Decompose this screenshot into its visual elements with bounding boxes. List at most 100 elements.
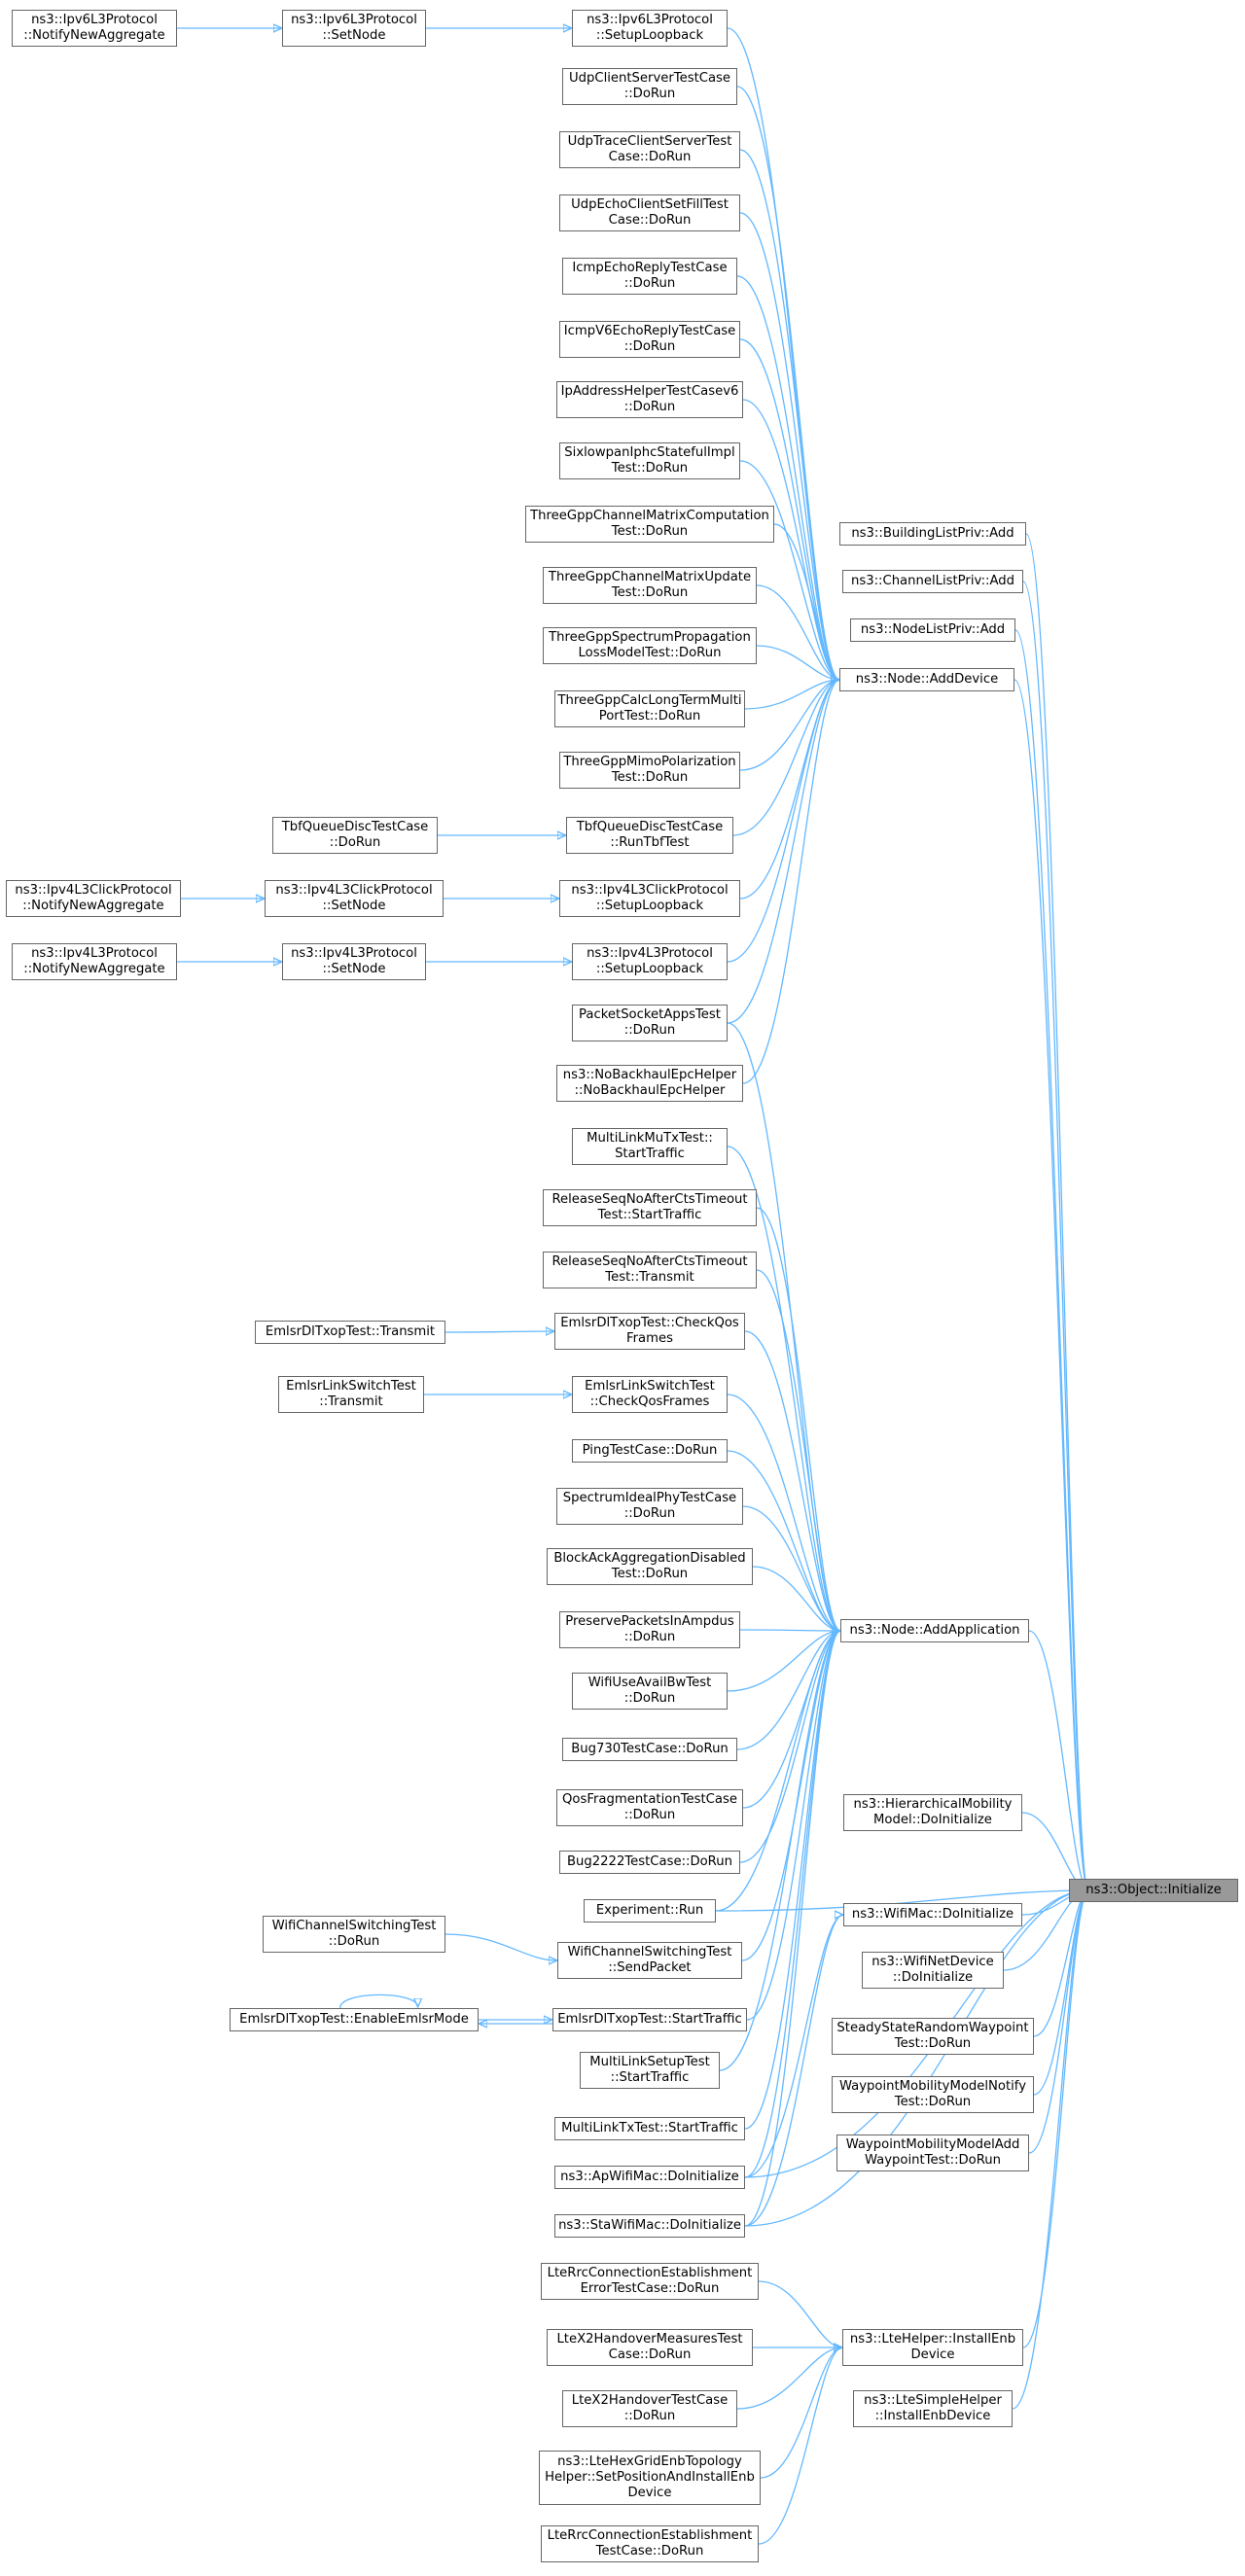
node-label: ns3::ApWifiMac::DoInitialize — [560, 2170, 739, 2184]
node-label: SpectrumIdealPhyTestCase ::DoRun — [562, 1491, 737, 1521]
node-wcs-dorun[interactable]: WifiChannelSwitchingTest ::DoRun — [263, 1916, 445, 1953]
node-hiermob[interactable]: ns3::HierarchicalMobility Model::DoIniti… — [843, 1794, 1022, 1831]
node-label: ns3::Ipv4L3ClickProtocol ::SetNode — [275, 883, 433, 913]
node-label: MultiLinkMuTxTest:: StartTraffic — [587, 1131, 713, 1161]
node-label: WaypointMobilityModelNotify Test::DoRun — [838, 2079, 1027, 2109]
node-emlsrls-checkqos[interactable]: EmlsrLinkSwitchTest ::CheckQosFrames — [572, 1376, 728, 1413]
node-ping[interactable]: PingTestCase::DoRun — [572, 1439, 728, 1463]
node-ltercc[interactable]: LteRrcConnectionEstablishment TestCase::… — [541, 2525, 759, 2562]
node-emlsrdl-checkqos[interactable]: EmlsrDlTxopTest::CheckQos Frames — [554, 1313, 745, 1350]
node-ltercc-err[interactable]: LteRrcConnectionEstablishment ErrorTestC… — [541, 2263, 759, 2300]
node-nobackhaul[interactable]: ns3::NoBackhaulEpcHelper ::NoBackhaulEpc… — [556, 1065, 743, 1102]
edge-mlsetup-to-addapp — [719, 1631, 840, 2071]
node-ipv6l3-nna[interactable]: ns3::Ipv6L3Protocol ::NotifyNewAggregate — [12, 10, 177, 47]
node-wcs-send[interactable]: WifiChannelSwitchingTest ::SendPacket — [557, 1942, 742, 1979]
node-ipaddr[interactable]: IpAddressHelperTestCasev6 ::DoRun — [556, 381, 743, 418]
node-ipv4l3-setnode[interactable]: ns3::Ipv4L3Protocol ::SetNode — [282, 943, 426, 980]
node-label: ns3::NodeListPriv::Add — [860, 622, 1006, 637]
edge-spectrumideal-to-addapp — [742, 1505, 840, 1631]
node-tgcalc[interactable]: ThreeGppCalcLongTermMulti PortTest::DoRu… — [554, 690, 745, 727]
edge-ipaddr-to-adddevice — [742, 399, 839, 680]
edge-waypointnotify-to-init — [1033, 1890, 1088, 2096]
node-apwifi[interactable]: ns3::ApWifiMac::DoInitialize — [554, 2166, 745, 2189]
node-wifimac[interactable]: ns3::WifiMac::DoInitialize — [843, 1903, 1022, 1926]
node-label: WifiChannelSwitchingTest ::DoRun — [271, 1919, 437, 1949]
node-udpcs[interactable]: UdpClientServerTestCase ::DoRun — [562, 68, 737, 105]
node-lteinstall[interactable]: ns3::LteHelper::InstallEnb Device — [842, 2329, 1023, 2366]
node-tbf-dorun[interactable]: TbfQueueDiscTestCase ::DoRun — [272, 817, 438, 854]
node-tgcmc[interactable]: ThreeGppChannelMatrixComputation Test::D… — [525, 506, 774, 543]
node-packetsocket[interactable]: PacketSocketAppsTest ::DoRun — [572, 1005, 728, 1041]
node-channellist[interactable]: ns3::ChannelListPriv::Add — [842, 570, 1023, 593]
node-blockack[interactable]: BlockAckAggregationDisabled Test::DoRun — [547, 1548, 753, 1585]
node-waypointadd[interactable]: WaypointMobilityModelAdd WaypointTest::D… — [836, 2135, 1029, 2171]
node-enableemlsr[interactable]: EmlsrDlTxopTest::EnableEmlsrMode — [230, 2008, 479, 2031]
node-releaseseq-st[interactable]: ReleaseSeqNoAfterCtsTimeout Test::StartT… — [543, 1189, 757, 1226]
node-mlsetup[interactable]: MultiLinkSetupTest ::StartTraffic — [580, 2052, 720, 2089]
node-ltex2m[interactable]: LteX2HandoverMeasuresTest Case::DoRun — [547, 2329, 753, 2366]
edge-stawifi-to-init — [744, 1890, 1088, 2227]
node-tbf-run[interactable]: TbfQueueDiscTestCase ::RunTbfTest — [566, 817, 733, 854]
node-udpecho[interactable]: UdpEchoClientSetFillTest Case::DoRun — [559, 194, 740, 231]
node-bug2222[interactable]: Bug2222TestCase::DoRun — [559, 1851, 740, 1874]
node-tgcmu[interactable]: ThreeGppChannelMatrixUpdate Test::DoRun — [543, 567, 757, 604]
node-adddevice[interactable]: ns3::Node::AddDevice — [839, 668, 1014, 691]
node-label: WaypointMobilityModelAdd WaypointTest::D… — [845, 2137, 1020, 2168]
edge-stawifi-to-addapp — [744, 1631, 840, 2227]
node-label: ns3::LteHelper::InstallEnb Device — [849, 2332, 1016, 2362]
node-tgsp[interactable]: ThreeGppSpectrumPropagation LossModelTes… — [543, 627, 757, 664]
edge-addapp-to-init — [1028, 1630, 1088, 1890]
node-stawifi[interactable]: ns3::StaWifiMac::DoInitialize — [554, 2214, 745, 2238]
node-addapp[interactable]: ns3::Node::AddApplication — [840, 1619, 1029, 1642]
node-label: TbfQueueDiscTestCase ::RunTbfTest — [576, 820, 724, 850]
node-label: MultiLinkTxTest::StartTraffic — [561, 2121, 738, 2135]
node-bug730[interactable]: Bug730TestCase::DoRun — [562, 1738, 737, 1761]
node-label: LteRrcConnectionEstablishment ErrorTestC… — [547, 2266, 753, 2296]
node-mltx[interactable]: MultiLinkTxTest::StartTraffic — [554, 2117, 745, 2140]
node-label: ns3::StaWifiMac::DoInitialize — [558, 2218, 741, 2233]
node-ipv4l3-nna[interactable]: ns3::Ipv4L3Protocol ::NotifyNewAggregate — [12, 943, 177, 980]
node-label: UdpClientServerTestCase ::DoRun — [568, 71, 731, 101]
node-ipv6l3-loop[interactable]: ns3::Ipv6L3Protocol ::SetupLoopback — [572, 10, 728, 47]
node-emlsrls-transmit[interactable]: EmlsrLinkSwitchTest ::Transmit — [278, 1376, 424, 1413]
node-label: ThreeGppSpectrumPropagation LossModelTes… — [549, 630, 751, 660]
edge-nodelist-to-init — [1014, 629, 1088, 1890]
node-tgmimo[interactable]: ThreeGppMimoPolarization Test::DoRun — [559, 752, 740, 789]
node-icmpv6echo[interactable]: IcmpV6EchoReplyTestCase ::DoRun — [559, 321, 740, 358]
node-ipv4click-loop[interactable]: ns3::Ipv4L3ClickProtocol ::SetupLoopback — [559, 880, 740, 917]
node-wifinet[interactable]: ns3::WifiNetDevice ::DoInitialize — [862, 1952, 1004, 1989]
node-ipv4l3-loop[interactable]: ns3::Ipv4L3Protocol ::SetupLoopback — [572, 943, 728, 980]
node-ltex2[interactable]: LteX2HandoverTestCase ::DoRun — [562, 2390, 737, 2427]
node-label: WifiUseAvailBwTest ::DoRun — [587, 1676, 712, 1706]
node-label: UdpTraceClientServerTest Case::DoRun — [567, 134, 732, 164]
node-ipv4click-nna[interactable]: ns3::Ipv4L3ClickProtocol ::NotifyNewAggr… — [6, 880, 181, 917]
node-emlsrdl-transmit[interactable]: EmlsrDlTxopTest::Transmit — [255, 1321, 445, 1344]
node-ltesimple[interactable]: ns3::LteSimpleHelper ::InstallEnbDevice — [853, 2390, 1013, 2427]
node-udptrace[interactable]: UdpTraceClientServerTest Case::DoRun — [559, 131, 740, 168]
edge-ltehex-to-lteinstall — [760, 2347, 842, 2479]
node-sixlowpan[interactable]: SixlowpanIphcStatefulImpl Test::DoRun — [559, 442, 740, 479]
node-spectrumideal[interactable]: SpectrumIdealPhyTestCase ::DoRun — [556, 1488, 743, 1525]
node-label: ThreeGppMimoPolarization Test::DoRun — [563, 755, 736, 785]
node-qosfrag[interactable]: QosFragmentationTestCase ::DoRun — [556, 1789, 743, 1826]
node-icmpecho[interactable]: IcmpEchoReplyTestCase ::DoRun — [562, 258, 737, 295]
node-buildinglist[interactable]: ns3::BuildingListPriv::Add — [839, 522, 1026, 546]
edge-tgcmc-to-adddevice — [773, 523, 839, 680]
edge-experiment-to-init — [715, 1890, 1088, 1912]
node-label: ThreeGppChannelMatrixComputation Test::D… — [530, 509, 769, 539]
node-nodelist[interactable]: ns3::NodeListPriv::Add — [850, 618, 1015, 642]
node-steadystate[interactable]: SteadyStateRandomWaypoint Test::DoRun — [832, 2018, 1034, 2055]
node-ipv4click-setnode[interactable]: ns3::Ipv4L3ClickProtocol ::SetNode — [265, 880, 444, 917]
node-preserve[interactable]: PreservePacketsInAmpdus ::DoRun — [559, 1611, 740, 1648]
node-wifiuse[interactable]: WifiUseAvailBwTest ::DoRun — [572, 1673, 728, 1710]
edge-emlsrls-checkqos-to-addapp — [727, 1394, 840, 1631]
node-releaseseq-tx[interactable]: ReleaseSeqNoAfterCtsTimeout Test::Transm… — [543, 1252, 757, 1288]
node-init[interactable]: ns3::Object::Initialize — [1069, 1879, 1238, 1902]
node-emlsrdl-start[interactable]: EmlsrDlTxopTest::StartTraffic — [552, 2008, 747, 2031]
node-experiment[interactable]: Experiment::Run — [584, 1899, 716, 1923]
node-ltehex[interactable]: ns3::LteHexGridEnbTopology Helper::SetPo… — [539, 2451, 761, 2505]
node-ipv6l3-setnode[interactable]: ns3::Ipv6L3Protocol ::SetNode — [282, 10, 426, 47]
node-label: ns3::Ipv6L3Protocol ::SetupLoopback — [587, 13, 713, 43]
node-waypointnotify[interactable]: WaypointMobilityModelNotify Test::DoRun — [832, 2076, 1034, 2113]
node-multilinkmu[interactable]: MultiLinkMuTxTest:: StartTraffic — [572, 1128, 728, 1165]
